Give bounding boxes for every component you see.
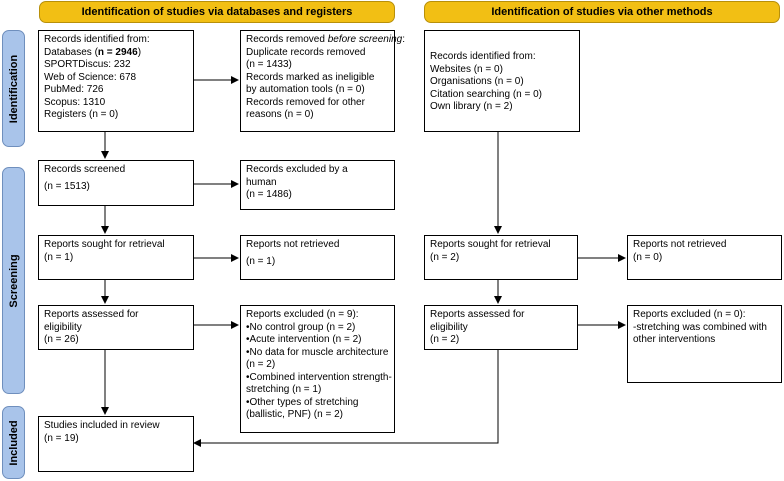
- header-databases-label: Identification of studies via databases …: [81, 6, 353, 18]
- other-not-retrieved-count: (n = 0): [633, 251, 663, 263]
- box-reports-excluded: Reports excluded (n = 9): •No control gr…: [240, 305, 395, 433]
- excluded-heading: Reports excluded (n = 9):: [246, 309, 359, 320]
- scopus-count: Scopus: 1310: [44, 96, 106, 108]
- text: Records identified from:: [44, 34, 150, 45]
- text: human: [246, 176, 277, 188]
- phase-identification: Identification: [2, 30, 25, 147]
- other-reasons-line2: reasons (n = 0): [246, 109, 314, 120]
- box-studies-included: Studies included in review (n = 19): [38, 416, 194, 472]
- text: Records screened: [44, 164, 126, 175]
- phase-included: Included: [2, 406, 25, 479]
- text: Records identified from:: [430, 51, 536, 62]
- screened-count: (n = 1513): [44, 180, 90, 192]
- list-item: other interventions: [633, 334, 716, 345]
- box-other-not-retrieved: Reports not retrieved (n = 0): [627, 235, 782, 280]
- box-excluded-by-human: Records excluded by a human (n = 1486): [240, 160, 395, 210]
- box-reports-sought: Reports sought for retrieval (n = 1): [38, 235, 194, 280]
- list-item: •No control group (n = 2): [246, 321, 356, 333]
- box-records-screened: Records screened (n = 1513): [38, 160, 194, 206]
- sought-count: (n = 1): [44, 251, 74, 263]
- websites-count: Websites (n = 0): [430, 63, 503, 75]
- excluded-human-count: (n = 1486): [246, 189, 292, 200]
- list-item: •No data for muscle architecture: [246, 346, 389, 358]
- text: Reports assessed for: [44, 309, 139, 320]
- text: Studies included in review: [44, 420, 160, 431]
- list-item: -stretching was combined with: [633, 321, 767, 333]
- wos-count: Web of Science: 678: [44, 71, 137, 83]
- box-reports-not-retrieved: Reports not retrieved (n = 1): [240, 235, 395, 280]
- databases-line: Databases (n = 2946): [44, 46, 142, 58]
- text: Reports not retrieved: [246, 239, 340, 250]
- list-item: •Combined intervention strength-: [246, 371, 392, 383]
- text: Reports sought for retrieval: [44, 239, 165, 250]
- header-other-label: Identification of studies via other meth…: [491, 6, 713, 18]
- box-other-records-identified: Records identified from: Websites (n = 0…: [424, 30, 580, 132]
- text: eligibility: [430, 321, 468, 333]
- other-reasons-line1: Records removed for other: [246, 96, 365, 108]
- arrow-other-assessed-to-included: [193, 350, 499, 447]
- list-item: (n = 2): [246, 359, 276, 370]
- assessed-count: (n = 26): [44, 334, 79, 345]
- text: Records excluded by a: [246, 164, 348, 175]
- list-item: (ballistic, PNF) (n = 2): [246, 409, 343, 420]
- box-other-reports-sought: Reports sought for retrieval (n = 2): [424, 235, 578, 280]
- text: Reports assessed for: [430, 309, 525, 320]
- list-item: •Other types of stretching: [246, 396, 359, 408]
- box-reports-assessed: Reports assessed for eligibility (n = 26…: [38, 305, 194, 350]
- text: Reports not retrieved: [633, 239, 727, 250]
- duplicates-label: Duplicate records removed: [246, 46, 366, 58]
- box-records-removed: Records removed before screening: Duplic…: [240, 30, 405, 132]
- not-retrieved-count: (n = 1): [246, 255, 276, 267]
- removed-heading: Records removed before screening:: [246, 34, 405, 45]
- duplicates-count: (n = 1433): [246, 59, 292, 70]
- header-databases: Identification of studies via databases …: [39, 1, 395, 23]
- box-other-reports-assessed: Reports assessed for eligibility (n = 2): [424, 305, 578, 350]
- pubmed-count: PubMed: 726: [44, 84, 104, 95]
- text: Reports sought for retrieval: [430, 239, 551, 250]
- text: eligibility: [44, 321, 82, 333]
- citation-count: Citation searching (n = 0): [430, 88, 543, 100]
- registers-count: Registers (n = 0): [44, 109, 119, 120]
- other-assessed-count: (n = 2): [430, 334, 460, 345]
- list-item: •Acute intervention (n = 2): [246, 334, 362, 345]
- phase-screening: Screening: [2, 167, 25, 394]
- sportdiscus-count: SPORTDiscus: 232: [44, 59, 131, 70]
- header-other-methods: Identification of studies via other meth…: [424, 1, 780, 23]
- included-count: (n = 19): [44, 432, 79, 444]
- other-excluded-heading: Reports excluded (n = 0):: [633, 309, 746, 320]
- organisations-count: Organisations (n = 0): [430, 76, 524, 87]
- other-sought-count: (n = 2): [430, 251, 460, 263]
- library-count: Own library (n = 2): [430, 101, 513, 112]
- box-other-reports-excluded: Reports excluded (n = 0): -stretching wa…: [627, 305, 782, 383]
- ineligible-line2: by automation tools (n = 0): [246, 84, 365, 95]
- box-records-identified: Records identified from: Databases (n = …: [38, 30, 194, 132]
- list-item: stretching (n = 1): [246, 384, 322, 395]
- ineligible-line1: Records marked as ineligible: [246, 71, 375, 83]
